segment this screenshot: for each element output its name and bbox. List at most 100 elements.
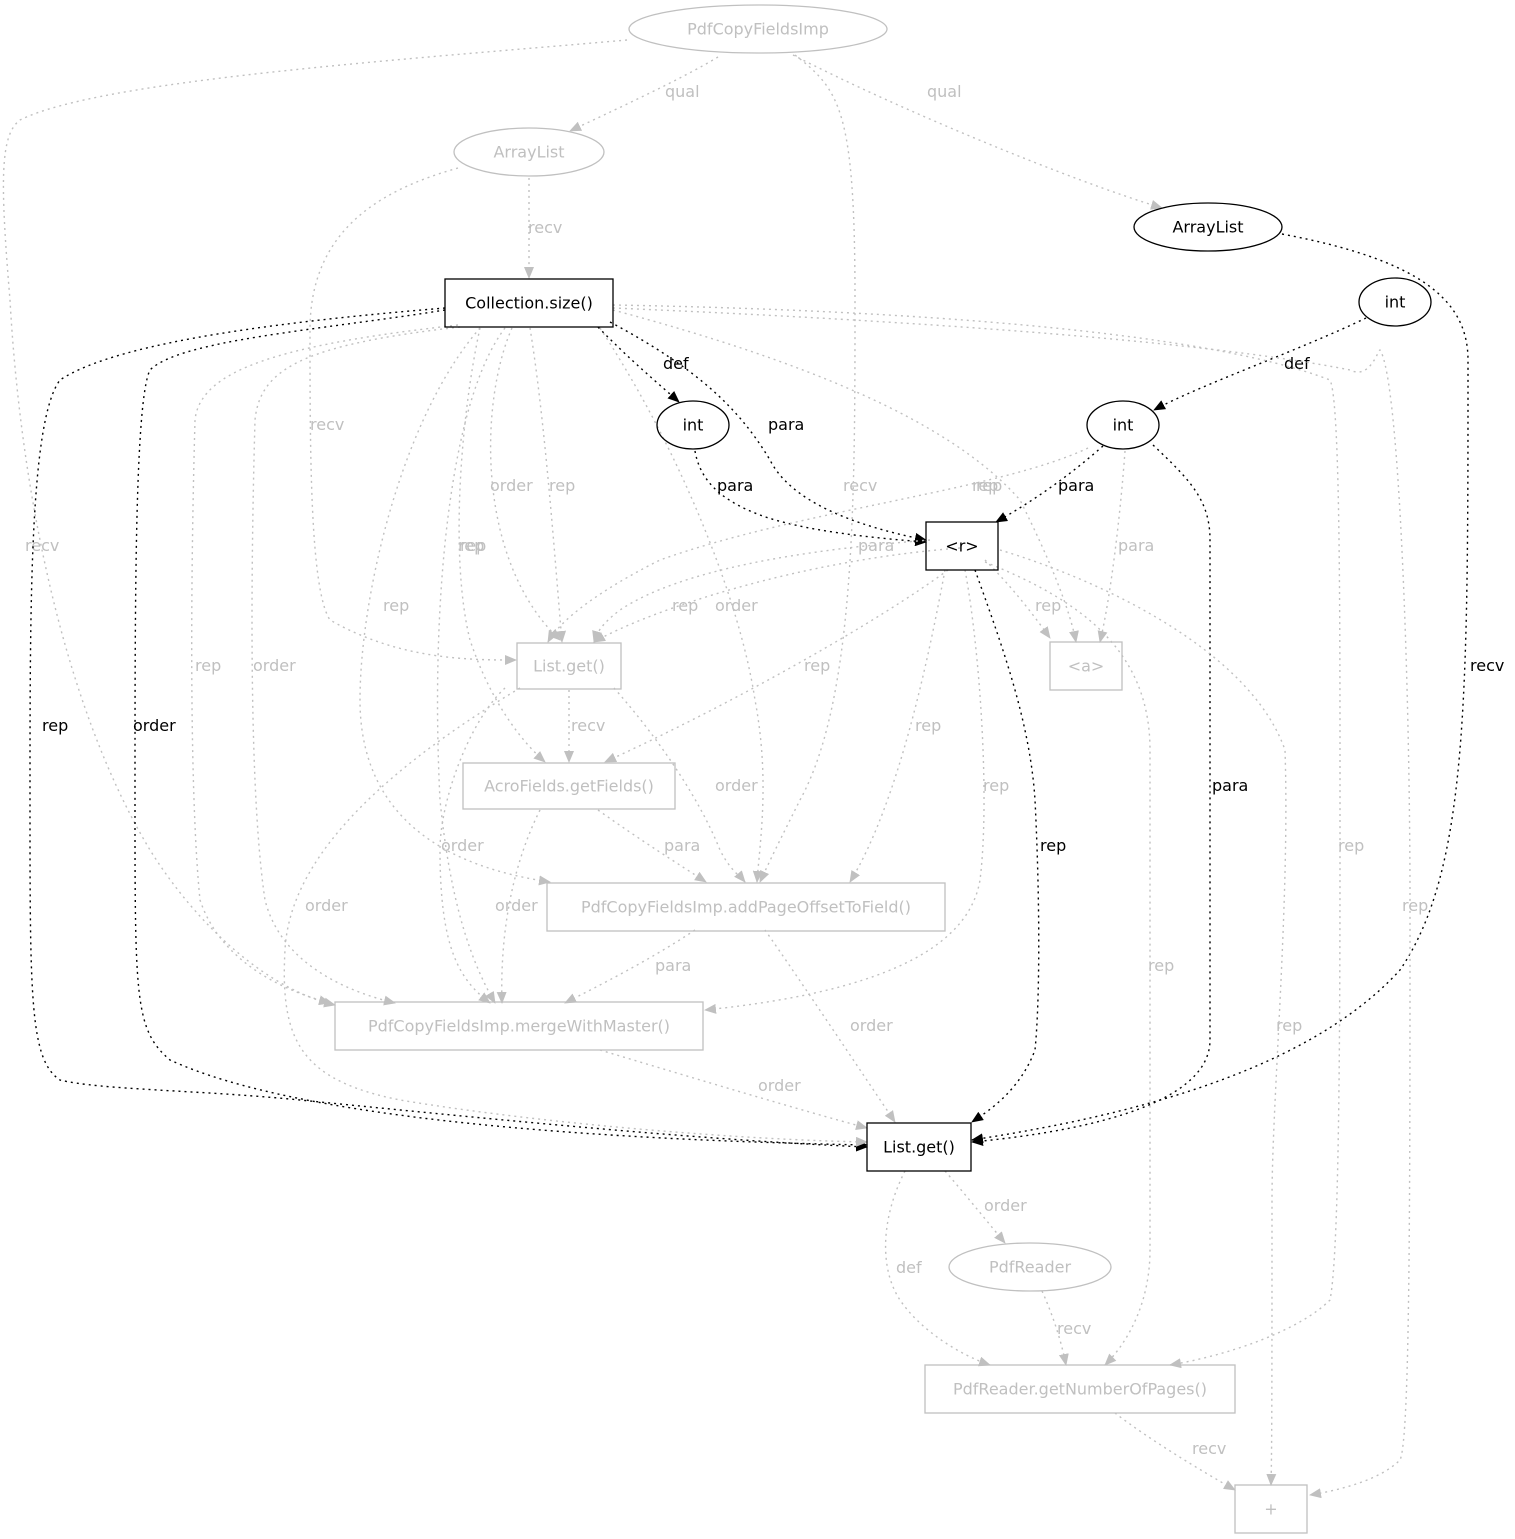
edge-rep <box>612 309 1079 643</box>
node-label: PdfReader.getNumberOfPages() <box>953 1380 1207 1399</box>
node-label: <r> <box>945 537 978 556</box>
edge-label: rep <box>976 476 1002 495</box>
edge-label: def <box>1284 354 1310 373</box>
edge-para <box>694 450 927 547</box>
edge-label: order <box>495 896 538 915</box>
node-label: PdfReader <box>989 1258 1071 1277</box>
node-a: <a> <box>1049 641 1123 691</box>
node-r: <r> <box>925 521 999 571</box>
edge-para <box>597 809 707 883</box>
edge-label: recv <box>843 476 877 495</box>
edge-label: qual <box>665 82 700 101</box>
edge-label: para <box>1118 536 1154 555</box>
edge-label: rep <box>42 716 68 735</box>
node-plus: + <box>1234 1484 1308 1534</box>
node-int1: int <box>656 400 730 450</box>
edge-label: rep <box>983 776 1009 795</box>
node-label: ArrayList <box>1172 218 1243 237</box>
edge-order <box>613 687 746 883</box>
edge-label: order <box>758 1076 801 1095</box>
edge-label: order <box>305 896 348 915</box>
edge-rep <box>604 569 949 763</box>
node-box <box>462 762 676 810</box>
edge-label: rep <box>1035 596 1061 615</box>
node-ellipse <box>656 400 730 450</box>
node-box <box>334 1001 704 1051</box>
edge-recv <box>971 233 1469 1144</box>
edge-order <box>134 309 868 1150</box>
node-label: AcroFields.getFields() <box>484 777 654 796</box>
edge-label: recv <box>25 536 59 555</box>
node-gnp: PdfReader.getNumberOfPages() <box>924 1364 1236 1414</box>
edge-label: order <box>850 1016 893 1035</box>
edge-rep <box>612 304 1341 1369</box>
edge-label: def <box>896 1258 922 1277</box>
node-label: <a> <box>1068 657 1105 676</box>
node-box <box>1234 1484 1308 1534</box>
edge-label: rep <box>1040 836 1066 855</box>
node-layer: PdfCopyFieldsImpArrayListArrayListCollec… <box>334 4 1432 1534</box>
node-box <box>866 1122 972 1172</box>
node-label: List.get() <box>533 657 605 676</box>
node-ellipse <box>628 4 888 54</box>
edge-para <box>592 539 931 643</box>
edge-para <box>971 444 1211 1146</box>
edge-recv <box>1041 1290 1069 1366</box>
node-label: ArrayList <box>493 143 564 162</box>
edge-label: rep <box>195 656 221 675</box>
node-box <box>1049 641 1123 691</box>
edge-label: def <box>663 354 689 373</box>
edge-order <box>599 327 764 883</box>
node-label: int <box>683 416 704 435</box>
edge-label: recv <box>1057 1319 1091 1338</box>
edge-label: rep <box>549 476 575 495</box>
node-ellipse <box>948 1242 1112 1292</box>
edge-label: rep <box>1338 836 1364 855</box>
node-label: List.get() <box>883 1138 955 1157</box>
edge-rep <box>612 307 1411 1499</box>
node-pcfi: PdfCopyFieldsImp <box>628 4 888 54</box>
node-box <box>924 1364 1236 1414</box>
edge-recv <box>1114 1412 1236 1491</box>
edge-rep <box>593 547 961 643</box>
edge-order <box>251 326 461 1006</box>
edge-label: rep <box>804 656 830 675</box>
edge-order <box>496 809 541 1004</box>
node-label: int <box>1113 416 1134 435</box>
node-box <box>516 642 622 690</box>
edge-label: recv <box>1470 656 1504 675</box>
edge-label: para <box>655 956 691 975</box>
node-lg1: List.get() <box>516 642 622 690</box>
edge-label: para <box>717 476 753 495</box>
edge-label: rep <box>972 476 998 495</box>
node-label: PdfCopyFieldsImp <box>687 20 829 39</box>
edge-def <box>1153 317 1367 411</box>
edge-para <box>564 929 696 1004</box>
edge-qual <box>792 54 1163 210</box>
edge-label: order <box>490 476 533 495</box>
edge-label: para <box>664 836 700 855</box>
edge-label: order <box>984 1196 1027 1215</box>
edge-rep <box>458 327 546 763</box>
node-box <box>444 278 614 328</box>
node-ellipse <box>453 127 605 177</box>
edge-label: rep <box>460 536 486 555</box>
node-box <box>925 521 999 571</box>
node-cs: Collection.size() <box>444 278 614 328</box>
edge-rep <box>984 559 1051 639</box>
edge-label: rep <box>1402 896 1428 915</box>
edge-label: order <box>441 836 484 855</box>
edge-label: rep <box>1148 956 1174 975</box>
edge-label: para <box>1058 476 1094 495</box>
edge-para <box>609 321 927 543</box>
edge-label: para <box>858 536 894 555</box>
edge-label: rep <box>458 536 484 555</box>
edge-label: rep <box>915 716 941 735</box>
edge-rep <box>704 569 985 1014</box>
edge-label: para <box>768 415 804 434</box>
edge-rep <box>191 324 459 1006</box>
node-int-top: int <box>1358 277 1432 327</box>
edge-label: order <box>253 656 296 675</box>
node-al1: ArrayList <box>453 127 605 177</box>
